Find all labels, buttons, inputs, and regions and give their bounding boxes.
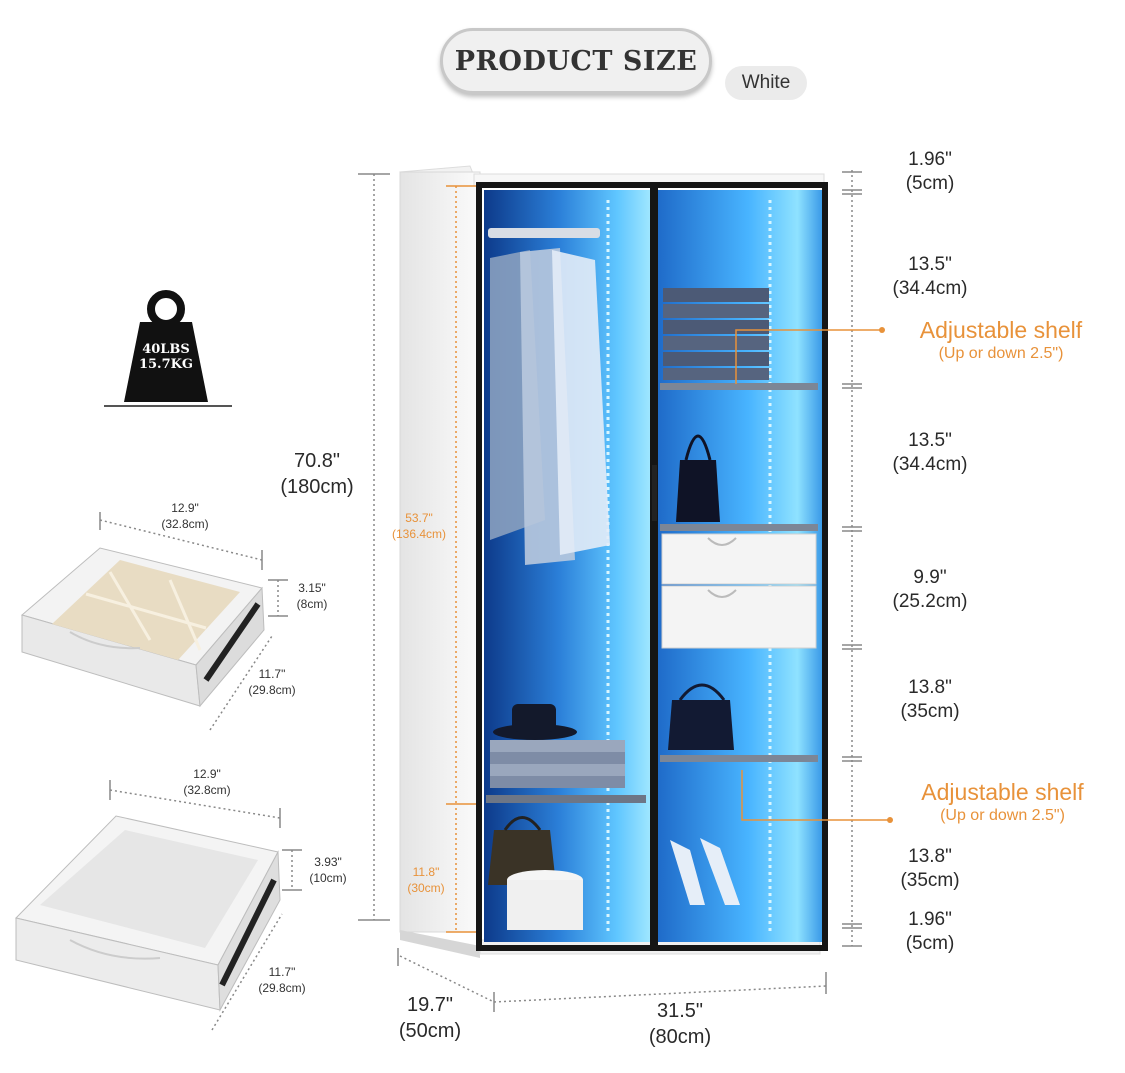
drawer-2-height-in: 3.93"	[314, 855, 342, 869]
right-dim-in: 9.9"	[913, 567, 947, 588]
right-dim-cm: (25.2cm)	[892, 591, 968, 612]
right-dim-bottom-gap: 1.96" (5cm)	[870, 908, 990, 956]
hanging-height-cm: (136.4cm)	[391, 527, 447, 541]
drawer-1-depth-in: 11.7"	[258, 667, 286, 681]
right-dim-in: 1.96"	[908, 909, 952, 930]
drawer-2-width-cm: (32.8cm)	[183, 783, 231, 797]
adjustable-shelf-callout-2: Adjustable shelf (Up or down 2.5")	[890, 778, 1115, 826]
right-dim-in: 13.5"	[908, 430, 952, 451]
drawer-2-height-label: 3.93" (10cm)	[296, 854, 360, 886]
adjustable-shelf-label: Adjustable shelf	[921, 779, 1084, 805]
right-dim-in: 13.8"	[908, 677, 952, 698]
right-dim-shelf-3: 13.8" (35cm)	[870, 676, 990, 724]
drawer-2-depth-in: 11.7"	[268, 965, 296, 979]
drawer-2-width-label: 12.9" (32.8cm)	[162, 766, 252, 798]
drawer-1-depth-label: 11.7" (29.8cm)	[234, 666, 310, 698]
right-dim-drawers: 9.9" (25.2cm)	[870, 566, 990, 614]
adjustable-shelf-label: Adjustable shelf	[919, 317, 1083, 343]
drawer-1-height-label: 3.15" (8cm)	[284, 580, 340, 612]
right-dim-shelf-4: 13.8" (35cm)	[870, 845, 990, 893]
color-tag: White	[725, 66, 807, 100]
drawer-2-height-cm: (10cm)	[309, 871, 347, 885]
right-dim-cm: (34.4cm)	[892, 278, 968, 299]
drawer-1-width-cm: (32.8cm)	[161, 517, 209, 531]
bottom-compartment-cm: (30cm)	[407, 881, 445, 895]
overall-depth-cm: (50cm)	[398, 1020, 462, 1042]
right-dim-in: 13.8"	[908, 846, 952, 867]
right-dim-shelf-2: 13.5" (34.4cm)	[870, 429, 990, 477]
title-pill: PRODUCT SIZE	[440, 28, 712, 94]
drawer-1-height-in: 3.15"	[298, 581, 326, 595]
drawer-2-depth-label: 11.7" (29.8cm)	[244, 964, 320, 996]
bottom-compartment-label: 11.8" (30cm)	[386, 864, 466, 896]
adjustable-shelf-sub: (Up or down 2.5")	[938, 345, 1064, 362]
weight-label: 40LBS 15.7KG	[134, 342, 198, 372]
weight-icon	[104, 290, 232, 407]
bottom-compartment-in: 11.8"	[412, 865, 440, 879]
right-dim-cm: (35cm)	[900, 870, 960, 891]
overall-width-cm: (80cm)	[648, 1026, 712, 1048]
drawer-2-depth-cm: (29.8cm)	[258, 981, 306, 995]
overall-depth-in: 19.7"	[406, 994, 454, 1016]
right-dim-shelf-1: 13.5" (34.4cm)	[870, 253, 990, 301]
overall-height-label: 70.8" (180cm)	[262, 448, 372, 500]
hanging-height-label: 53.7" (136.4cm)	[376, 510, 462, 542]
right-dim-in: 13.5"	[908, 254, 952, 275]
right-dim-top-gap: 1.96" (5cm)	[870, 148, 990, 196]
overall-height-cm: (180cm)	[280, 476, 354, 498]
overall-width-label: 31.5" (80cm)	[630, 998, 730, 1050]
drawer-1-height-cm: (8cm)	[296, 597, 328, 611]
overall-height-in: 70.8"	[293, 450, 341, 472]
drawer-2-illustration	[15, 815, 281, 1012]
adjustable-shelf-callout-1: Adjustable shelf (Up or down 2.5")	[886, 316, 1116, 364]
drawer-1-width-in: 12.9"	[171, 501, 199, 515]
adjustable-shelf-sub: (Up or down 2.5")	[940, 807, 1065, 824]
right-dim-cm: (35cm)	[900, 701, 960, 722]
hanging-height-in: 53.7"	[405, 511, 433, 525]
right-dim-cm: (5cm)	[905, 173, 955, 194]
drawer-1-depth-cm: (29.8cm)	[248, 683, 296, 697]
overall-depth-label: 19.7" (50cm)	[380, 992, 480, 1044]
weight-lbs: 40LBS	[142, 342, 190, 357]
drawer-1-illustration	[20, 547, 265, 708]
drawer-1-width-label: 12.9" (32.8cm)	[140, 500, 230, 532]
page-title: PRODUCT SIZE	[454, 45, 698, 77]
right-dim-in: 1.96"	[908, 149, 952, 170]
wardrobe-illustration	[399, 165, 828, 958]
drawer-2-width-in: 12.9"	[193, 767, 221, 781]
weight-kg: 15.7KG	[138, 357, 194, 372]
right-dim-cm: (5cm)	[905, 933, 955, 954]
overall-width-in: 31.5"	[656, 1000, 704, 1022]
right-dim-cm: (34.4cm)	[892, 454, 968, 475]
